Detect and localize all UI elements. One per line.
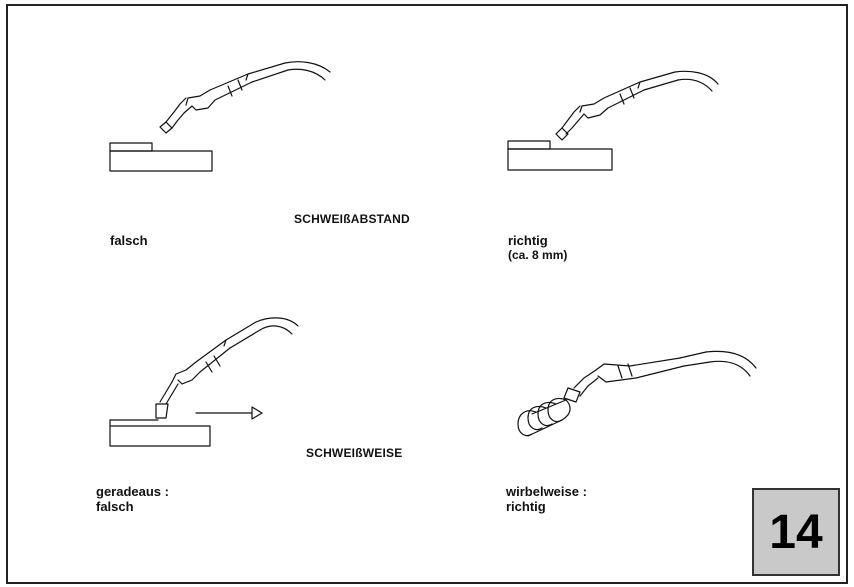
label-weaving-correct: richtig	[506, 499, 546, 514]
heading-welding-distance: SCHWEIßABSTAND	[294, 212, 410, 226]
workpiece-top-left	[109, 142, 213, 172]
label-correct-distance: richtig	[508, 233, 548, 248]
label-weaving: wirbelweise :	[506, 484, 587, 499]
page-number: 14	[769, 505, 823, 559]
heading-welding-technique: SCHWEIßWEISE	[306, 446, 403, 460]
label-straight-wrong: falsch	[96, 499, 134, 514]
label-distance-value: (ca. 8 mm)	[508, 248, 568, 262]
figure-frame	[6, 4, 848, 584]
torch-bottom-right	[563, 350, 757, 403]
weave-pattern	[517, 397, 571, 437]
workpiece-bottom-left	[109, 419, 211, 447]
torch-top-left	[159, 61, 331, 134]
workpiece-top-right	[507, 140, 613, 171]
torch-bottom-left	[155, 317, 299, 419]
direction-arrow	[195, 406, 263, 420]
page-number-badge: 14	[752, 488, 840, 576]
torch-top-right	[555, 70, 719, 141]
label-wrong-distance: falsch	[110, 233, 148, 248]
label-straight: geradeaus :	[96, 484, 169, 499]
